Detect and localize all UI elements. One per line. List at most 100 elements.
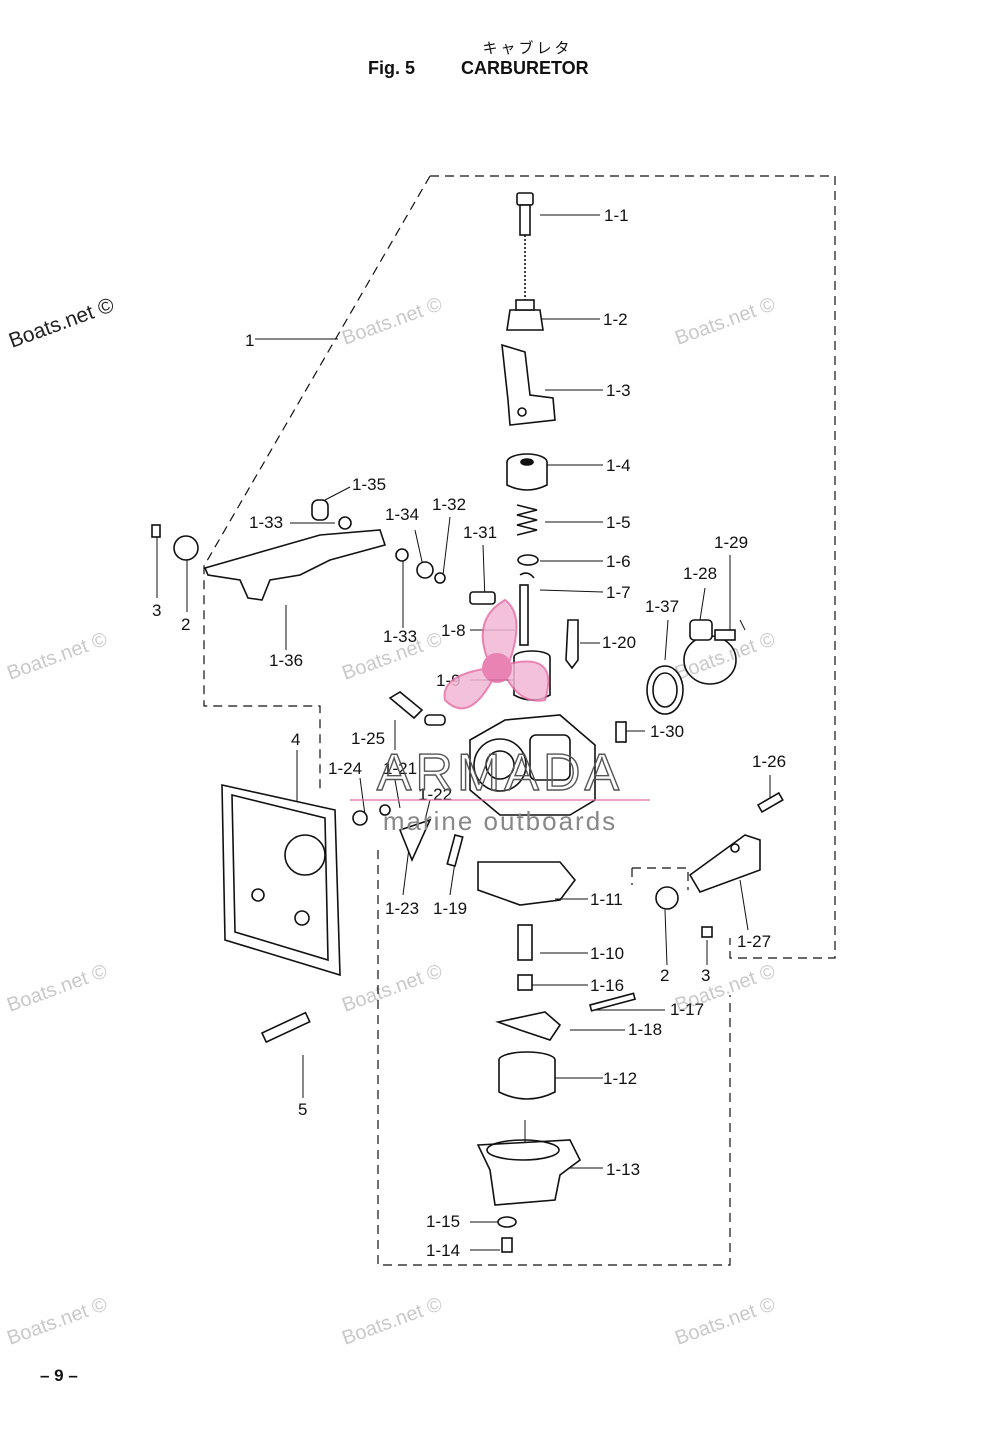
leader-lines — [156, 214, 771, 1251]
callout-label: 3 — [152, 601, 161, 620]
watermark-text: Boats.net © — [339, 960, 445, 1017]
callout-label: 3 — [701, 966, 710, 985]
part-jet-needle — [519, 584, 529, 646]
callout-label: 1-34 — [385, 505, 419, 524]
callout-label: 1-33 — [249, 513, 283, 532]
part-nut — [506, 299, 544, 331]
watermark-text: Boats.net © — [672, 1293, 778, 1350]
part-bracket — [501, 343, 556, 426]
part-needle — [516, 192, 534, 300]
watermark-text: Boats.net © — [4, 960, 110, 1017]
callout-label: 1-26 — [752, 752, 786, 771]
part-float — [498, 1051, 556, 1100]
part-float-bowl — [476, 1139, 582, 1206]
part-carb-body — [469, 714, 596, 816]
callout-label: 1-22 — [418, 785, 452, 804]
callout-label: 1-7 — [606, 583, 631, 602]
propeller-logo-icon — [443, 598, 550, 710]
callout-label: 1-19 — [433, 899, 467, 918]
callout-label: 1-5 — [606, 513, 631, 532]
callout-label: 1-33 — [383, 627, 417, 646]
callout-label: 4 — [291, 730, 300, 749]
parts — [151, 192, 784, 1253]
callout-label: 1-3 — [606, 381, 631, 400]
part-bushing — [173, 535, 199, 561]
callout-label: 1-8 — [441, 621, 466, 640]
part-float-arm — [495, 1011, 562, 1041]
part-idle-screw — [446, 834, 464, 868]
callout-label: 1-36 — [269, 651, 303, 670]
callout-label: 1-31 — [463, 523, 497, 542]
part-cap — [506, 453, 548, 491]
watermark-text: Boats.net © — [339, 293, 445, 350]
part-mounting-plate — [221, 783, 341, 977]
watermark-text: Boats.net © — [672, 293, 778, 350]
callout-label: 1-35 — [352, 475, 386, 494]
part-fitting — [565, 619, 579, 670]
part-clamp — [683, 619, 737, 685]
watermark-text: Boats.net © — [339, 1293, 445, 1350]
callout-label: 5 — [298, 1100, 307, 1119]
page-number: – 9 – — [40, 1366, 78, 1385]
part-ring — [517, 554, 539, 566]
callout-label: 1-24 — [328, 759, 362, 778]
part-washer — [497, 1216, 517, 1228]
part-choke-lever — [398, 818, 432, 863]
part-jet-holder — [517, 974, 533, 991]
callout-label: 1-29 — [714, 533, 748, 552]
callout-label: 1-27 — [737, 932, 771, 951]
brand-wordmark: ARMADA — [377, 744, 623, 802]
part-drain-screw — [501, 1237, 513, 1253]
callout-label: 1-6 — [606, 552, 631, 571]
part-spring — [516, 504, 538, 536]
part-clip — [519, 572, 535, 579]
throttle-lever-outline — [631, 867, 689, 890]
brand-tagline: marine outboards — [383, 806, 617, 836]
carburetor-assembly-outline — [203, 175, 836, 959]
part-pin — [589, 992, 636, 1012]
figure-heading: Fig. 5 CARBURETOR — [368, 58, 589, 79]
callout-label: 1-4 — [606, 456, 631, 475]
figure-number: Fig. 5 — [368, 58, 416, 78]
part-screw — [388, 691, 424, 720]
callout-label: 1-15 — [426, 1212, 460, 1231]
callout-label: 1-21 — [383, 759, 417, 778]
callout-label: 1 — [245, 331, 254, 350]
callout-label: 2 — [181, 615, 190, 634]
part-throttle-lever — [688, 834, 761, 893]
callout-label: 1-13 — [606, 1160, 640, 1179]
callout-label: 1-2 — [603, 310, 628, 329]
callout-label: 1-25 — [351, 729, 385, 748]
callout-label: 1-14 — [426, 1241, 460, 1260]
callout-label: 1-30 — [650, 722, 684, 741]
float-chamber-outline — [377, 850, 731, 1266]
callout-label: 1-1 — [604, 206, 629, 225]
callout-label: 1-20 — [602, 633, 636, 652]
callout-label: 1-23 — [385, 899, 419, 918]
callout-label: 1-28 — [683, 564, 717, 583]
part-gasket — [477, 861, 577, 906]
callout-label: 1-12 — [603, 1069, 637, 1088]
brand-watermark: ARMADA marine outboards — [350, 598, 650, 836]
figure-title: CARBURETOR — [461, 58, 589, 78]
callout-label: 1-16 — [590, 976, 624, 995]
part-screw-small — [615, 721, 627, 743]
watermark-text-dark: Boats.net © — [6, 293, 118, 352]
title-japanese: キャブレタ — [482, 39, 573, 57]
assembly-boundaries — [203, 175, 836, 1266]
callout-label: 1-11 — [590, 890, 623, 909]
part-long-bolt — [260, 1011, 311, 1044]
callout-label: 1-17 — [670, 1000, 704, 1019]
part-collar — [655, 886, 679, 910]
watermark-text: Boats.net © — [4, 628, 110, 685]
part-pivot — [311, 499, 329, 521]
callout-label: 1-18 — [628, 1020, 662, 1039]
callout-label: 2 — [660, 966, 669, 985]
part-throttle-pin — [756, 791, 784, 814]
callout-label: 1-32 — [432, 495, 466, 514]
watermark-text: Boats.net © — [4, 1293, 110, 1350]
part-main-jet — [517, 924, 533, 961]
part-linkage-lever — [203, 529, 387, 601]
callout-label: 1-10 — [590, 944, 624, 963]
